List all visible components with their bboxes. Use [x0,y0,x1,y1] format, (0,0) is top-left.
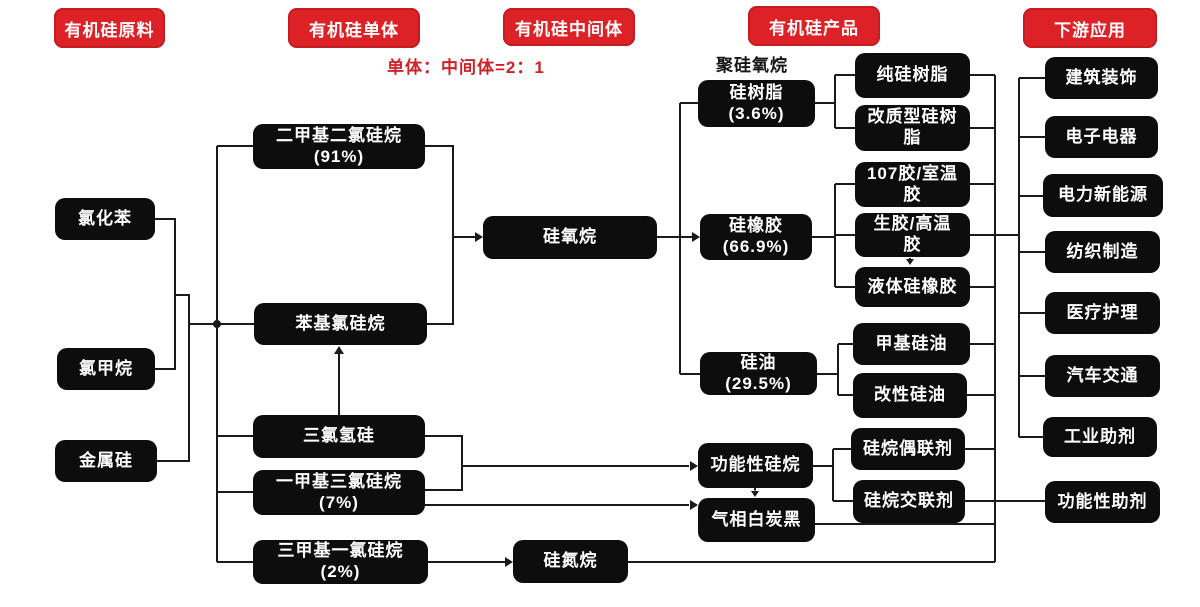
node-chloromethane: 氯甲烷 [57,348,155,390]
node-trimethylchlorosilane: 三甲基一氯硅烷 (2%) [253,540,428,584]
node-silicon-metal: 金属硅 [55,440,157,482]
node-silicone-rubber: 硅橡胶 (66.9%) [700,214,812,260]
header-downstream: 下游应用 [1023,8,1157,48]
node-app-electronics: 电子电器 [1045,116,1158,158]
node-siloxane: 硅氧烷 [483,216,657,259]
node-modified-silicone-oil: 改性硅油 [853,373,967,418]
node-fumed-silica: 气相白炭黑 [698,498,815,542]
node-107-glue-rtv: 107胶/室温 胶 [855,162,970,207]
node-silicone-resin: 硅树脂 (3.6%) [698,80,815,127]
header-intermediates: 有机硅中间体 [503,8,635,46]
header-raw-materials: 有机硅原料 [54,8,165,48]
node-trichlorosilane: 三氯氢硅 [253,415,425,458]
node-modified-type-silicone-resin: 改质型硅树 脂 [855,105,970,151]
node-functional-additives: 功能性助剂 [1045,481,1160,523]
node-silazane: 硅氮烷 [513,540,628,583]
node-pure-silicone-resin: 纯硅树脂 [855,53,970,98]
node-app-industrial: 工业助剂 [1043,417,1157,457]
node-app-automotive: 汽车交通 [1045,355,1160,397]
node-app-medical: 医疗护理 [1045,292,1160,334]
node-app-textile: 纺织制造 [1045,231,1160,273]
ratio-annotation: 单体：中间体=2：1 [387,58,545,77]
node-functional-silane: 功能性硅烷 [698,443,813,488]
header-products: 有机硅产品 [748,6,880,46]
node-phenylchlorosilane: 苯基氯硅烷 [254,303,427,345]
node-app-power-energy: 电力新能源 [1043,174,1163,217]
header-monomers: 有机硅单体 [288,8,420,48]
polysiloxane-label: 聚硅氧烷 [716,56,788,75]
node-silane-coupling-agent: 硅烷偶联剂 [851,428,965,470]
node-methyl-silicone-oil: 甲基硅油 [853,323,970,365]
node-silane-crosslinking-agent: 硅烷交联剂 [853,480,965,523]
node-methyltrichlorosilane: 一甲基三氯硅烷 (7%) [253,470,425,515]
node-dimethyldichlorosilane: 二甲基二氯硅烷 (91%) [253,124,425,169]
node-silicone-oil: 硅油 (29.5%) [700,352,817,395]
node-app-building: 建筑装饰 [1045,57,1158,99]
node-liquid-silicone-rubber: 液体硅橡胶 [855,267,970,307]
node-chlorobenzene: 氯化苯 [55,198,155,240]
node-raw-glue-htv: 生胶/高温 胶 [855,213,970,257]
